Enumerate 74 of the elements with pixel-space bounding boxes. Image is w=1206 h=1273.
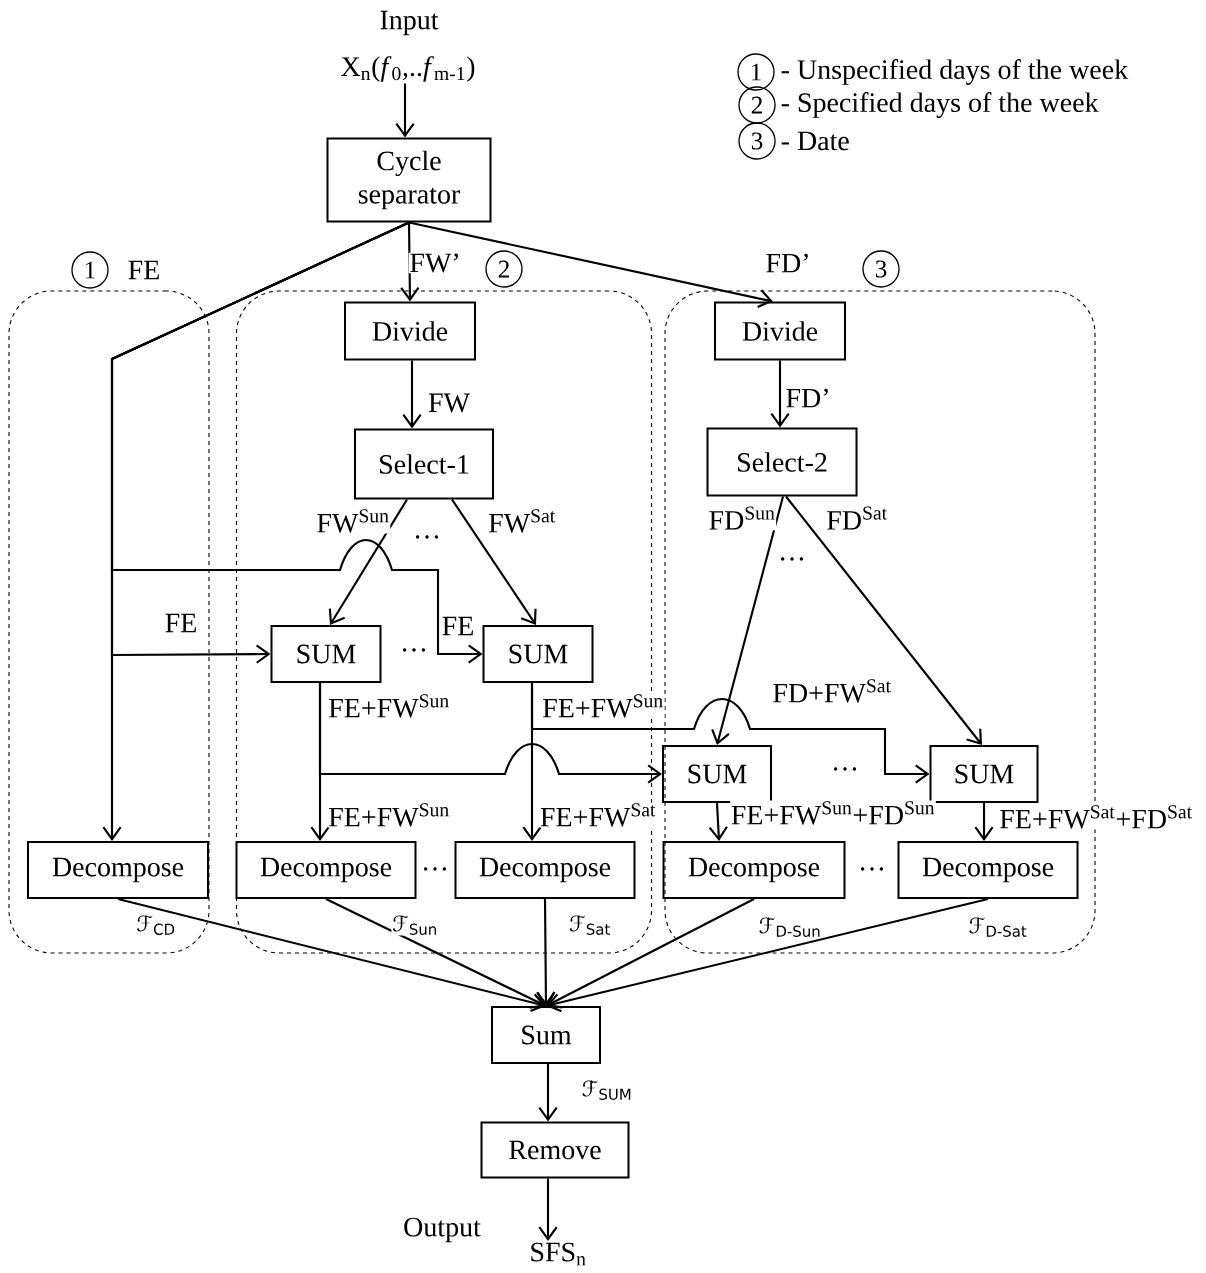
edge-label: ℱ$_{D-Sun}$ (758, 916, 823, 938)
arrow (546, 897, 989, 1013)
process-box: Decompose (454, 841, 636, 899)
process-box: SUM (662, 745, 772, 803)
edge-label: FW’ (408, 252, 462, 274)
signal-text: X$_{n}$(f$_{0}$,..f$_{m-1}$) (341, 56, 475, 82)
edge-label: FD+FW$^{Sat}$ (771, 678, 893, 704)
process-box: Cycle separator (326, 137, 492, 223)
group-frame (8, 290, 210, 954)
edge-label: FE (127, 260, 161, 280)
process-box: Decompose (27, 841, 209, 899)
ellipsis: … (399, 647, 429, 653)
edge-label: FW$^{Sat}$ (487, 508, 557, 534)
process-box: Select-2 (706, 427, 858, 497)
heading-text: Input (380, 10, 439, 36)
edge-label: FW (427, 392, 471, 414)
arrow (785, 495, 982, 745)
arrow (402, 360, 422, 429)
process-box: SUM (929, 745, 1039, 803)
ellipsis: … (857, 866, 887, 872)
ellipsis: … (420, 866, 450, 872)
process-box: Select-1 (354, 428, 494, 500)
ellipsis: … (777, 556, 807, 562)
edge-label: ℱ$_{Sat}$ (568, 914, 612, 936)
arrow (538, 1178, 558, 1242)
process-box: Decompose (897, 841, 1079, 899)
arrow (770, 360, 790, 428)
arrow (538, 1064, 558, 1122)
edge-label: FE (164, 613, 198, 633)
edge-label: ℱ$_{SUM}$ (581, 1079, 634, 1101)
arrow (708, 802, 728, 841)
arrow (522, 683, 542, 841)
edge-label: FE+FW$^{Sun}$ (327, 693, 451, 719)
arrow (974, 803, 994, 841)
arrow (711, 496, 785, 745)
arrow (400, 222, 420, 302)
process-box: Decompose (235, 841, 417, 899)
process-box: Remove (480, 1121, 630, 1179)
legend-text: - Unspecified days of the week (781, 59, 1129, 85)
process-box: Divide (714, 301, 846, 361)
ellipsis: … (412, 534, 442, 540)
edge-label: FD’ (764, 253, 812, 273)
signal-text: SFS$_{n}$ (531, 1242, 586, 1266)
signal-label: FE+FW$^{Sun}$ (541, 693, 665, 719)
edge-label: FE+FW$^{Sat}$+FD$^{Sat}$ (998, 804, 1194, 830)
process-box: Sum (491, 1006, 601, 1064)
edge-label: ℱ$_{CD}$ (135, 914, 177, 936)
edge-label: FE (441, 616, 475, 636)
legend-text: - Specified days of the week (781, 92, 1099, 118)
arrow (328, 498, 408, 625)
edge-label: FW$^{Sun}$ (315, 508, 391, 534)
edge-label: ℱ$_{Sun}$ (391, 914, 439, 936)
edge-label: FE+FW$^{Sun}$ (327, 802, 451, 828)
process-box: SUM (482, 625, 594, 683)
edge-label: FD’ (784, 388, 832, 408)
process-box: Divide (344, 301, 476, 361)
edge-label: FD$^{Sun}$ (707, 505, 777, 531)
edge-label: FE+FW$^{Sun}$+FD$^{Sun}$ (730, 800, 936, 826)
arrow (408, 221, 773, 308)
edge-label: ℱ$_{D-Sat}$ (967, 916, 1029, 938)
arrow (395, 83, 415, 138)
legend-text: - Date (781, 131, 849, 151)
arrow (546, 898, 755, 1009)
heading-text: Output (404, 1217, 481, 1243)
arrow (325, 898, 546, 1009)
edge-label: FD$^{Sat}$ (825, 505, 889, 531)
arrow (451, 498, 537, 625)
arrow (110, 221, 483, 664)
process-box: SUM (270, 625, 382, 683)
arrow (117, 897, 546, 1013)
arrow (310, 683, 330, 841)
ellipsis: … (830, 766, 860, 772)
edge-label: FE+FW$^{Sat}$ (539, 802, 657, 828)
process-box: Decompose (662, 841, 846, 899)
